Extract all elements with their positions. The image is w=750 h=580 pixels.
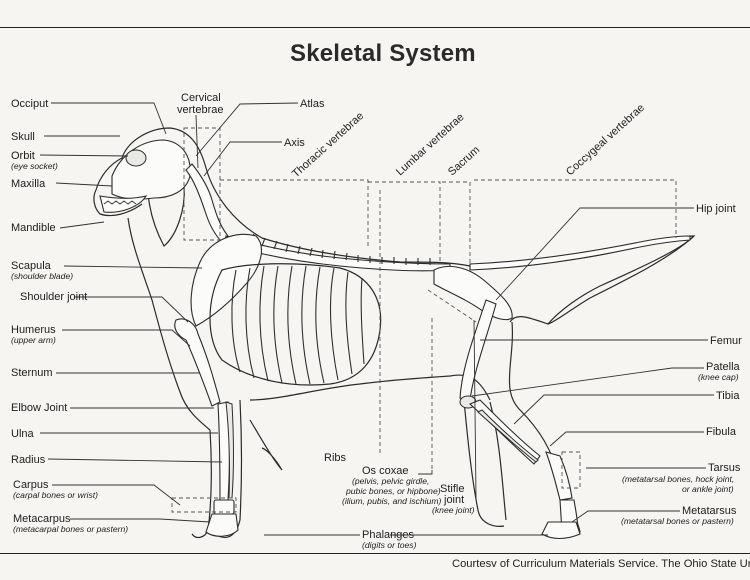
region-brackets bbox=[171, 127, 677, 513]
label-radius: Radius bbox=[11, 454, 46, 466]
label-axis: Axis bbox=[284, 137, 305, 149]
label-phalanges-sub: (digits or toes) bbox=[362, 540, 417, 550]
label-stifle-2: joint bbox=[443, 494, 464, 506]
scapula-bone bbox=[190, 233, 262, 327]
label-metatarsus: Metatarsus bbox=[682, 505, 737, 517]
front-paw-bones bbox=[205, 513, 239, 537]
label-sacrum: Sacrum bbox=[446, 144, 482, 178]
label-orbit: Orbit bbox=[11, 150, 35, 162]
diagram-title: Skeletal System bbox=[290, 40, 476, 67]
label-os-coxae-sub-1: (pelvis, pelvic girdle, bbox=[352, 476, 429, 486]
label-patella-sub: (knee cap) bbox=[698, 372, 739, 382]
label-metacarpus: Metacarpus bbox=[13, 513, 71, 525]
top-border bbox=[0, 27, 750, 28]
label-sternum: Sternum bbox=[11, 367, 53, 379]
credit-line: Courtesv of Curriculum Materials Service… bbox=[452, 558, 750, 570]
spine bbox=[185, 163, 691, 272]
label-scapula-sub: (shoulder blade) bbox=[11, 271, 73, 281]
label-maxilla: Maxilla bbox=[11, 178, 46, 190]
label-cervical-1: Cervical bbox=[181, 92, 221, 104]
label-hip-joint: Hip joint bbox=[696, 203, 736, 215]
rib-cage bbox=[209, 263, 382, 386]
label-tibia: Tibia bbox=[716, 390, 740, 402]
skull bbox=[99, 139, 191, 213]
label-orbit-sub: (eye socket) bbox=[11, 161, 58, 171]
label-atlas: Atlas bbox=[300, 98, 325, 110]
hind-paw-bones bbox=[541, 521, 581, 540]
label-tarsus: Tarsus bbox=[708, 462, 741, 474]
hind-leg-bones bbox=[433, 265, 581, 540]
label-skull: Skull bbox=[11, 131, 35, 143]
label-phalanges: Phalanges bbox=[362, 529, 414, 541]
pelvis-bone bbox=[433, 265, 513, 321]
label-ulna: Ulna bbox=[11, 428, 35, 440]
label-cervical-2: vertebrae bbox=[177, 104, 223, 116]
label-carpus-sub: (carpal bones or wrist) bbox=[13, 490, 98, 500]
label-stifle-1: Stifle bbox=[440, 483, 464, 495]
label-stifle-sub: (knee joint) bbox=[432, 505, 475, 515]
label-tarsus-sub-1: (metatarsal bones, hock joint, bbox=[622, 474, 734, 484]
label-humerus: Humerus bbox=[11, 324, 56, 336]
label-patella: Patella bbox=[706, 361, 741, 373]
label-elbow-joint: Elbow Joint bbox=[11, 402, 67, 414]
mandible-bone bbox=[99, 195, 148, 213]
tarsus-bone bbox=[545, 451, 573, 501]
label-mandible: Mandible bbox=[11, 222, 56, 234]
label-os-coxae-sub-2: pubic bones, or hipbone) bbox=[345, 486, 441, 496]
label-femur: Femur bbox=[710, 335, 742, 347]
label-tarsus-sub-2: or ankle joint) bbox=[682, 484, 734, 494]
fibula-bone bbox=[477, 409, 539, 463]
carpus-bone bbox=[213, 499, 235, 515]
label-os-coxae-sub-3: (ilium, pubis, and ischium) bbox=[342, 496, 441, 506]
label-metatarsus-sub: (metatarsal bones or pastern) bbox=[621, 516, 734, 526]
orbit-socket bbox=[125, 149, 147, 167]
label-occiput: Occiput bbox=[11, 98, 48, 110]
bottom-border bbox=[0, 553, 750, 554]
label-coccygeal: Coccygeal vertebrae bbox=[564, 102, 647, 178]
label-metacarpus-sub: (metacarpal bones or pastern) bbox=[13, 524, 128, 534]
label-scapula: Scapula bbox=[11, 260, 52, 272]
label-shoulder-joint: Shoulder joint bbox=[20, 291, 87, 303]
label-ribs: Ribs bbox=[324, 452, 347, 464]
label-fibula: Fibula bbox=[706, 426, 737, 438]
label-os-coxae: Os coxae bbox=[362, 465, 408, 477]
label-humerus-sub: (upper arm) bbox=[11, 335, 56, 345]
front-leg-bones bbox=[174, 318, 239, 537]
leader-lines bbox=[39, 102, 714, 536]
humerus-bone bbox=[174, 318, 221, 407]
label-carpus: Carpus bbox=[13, 479, 49, 491]
